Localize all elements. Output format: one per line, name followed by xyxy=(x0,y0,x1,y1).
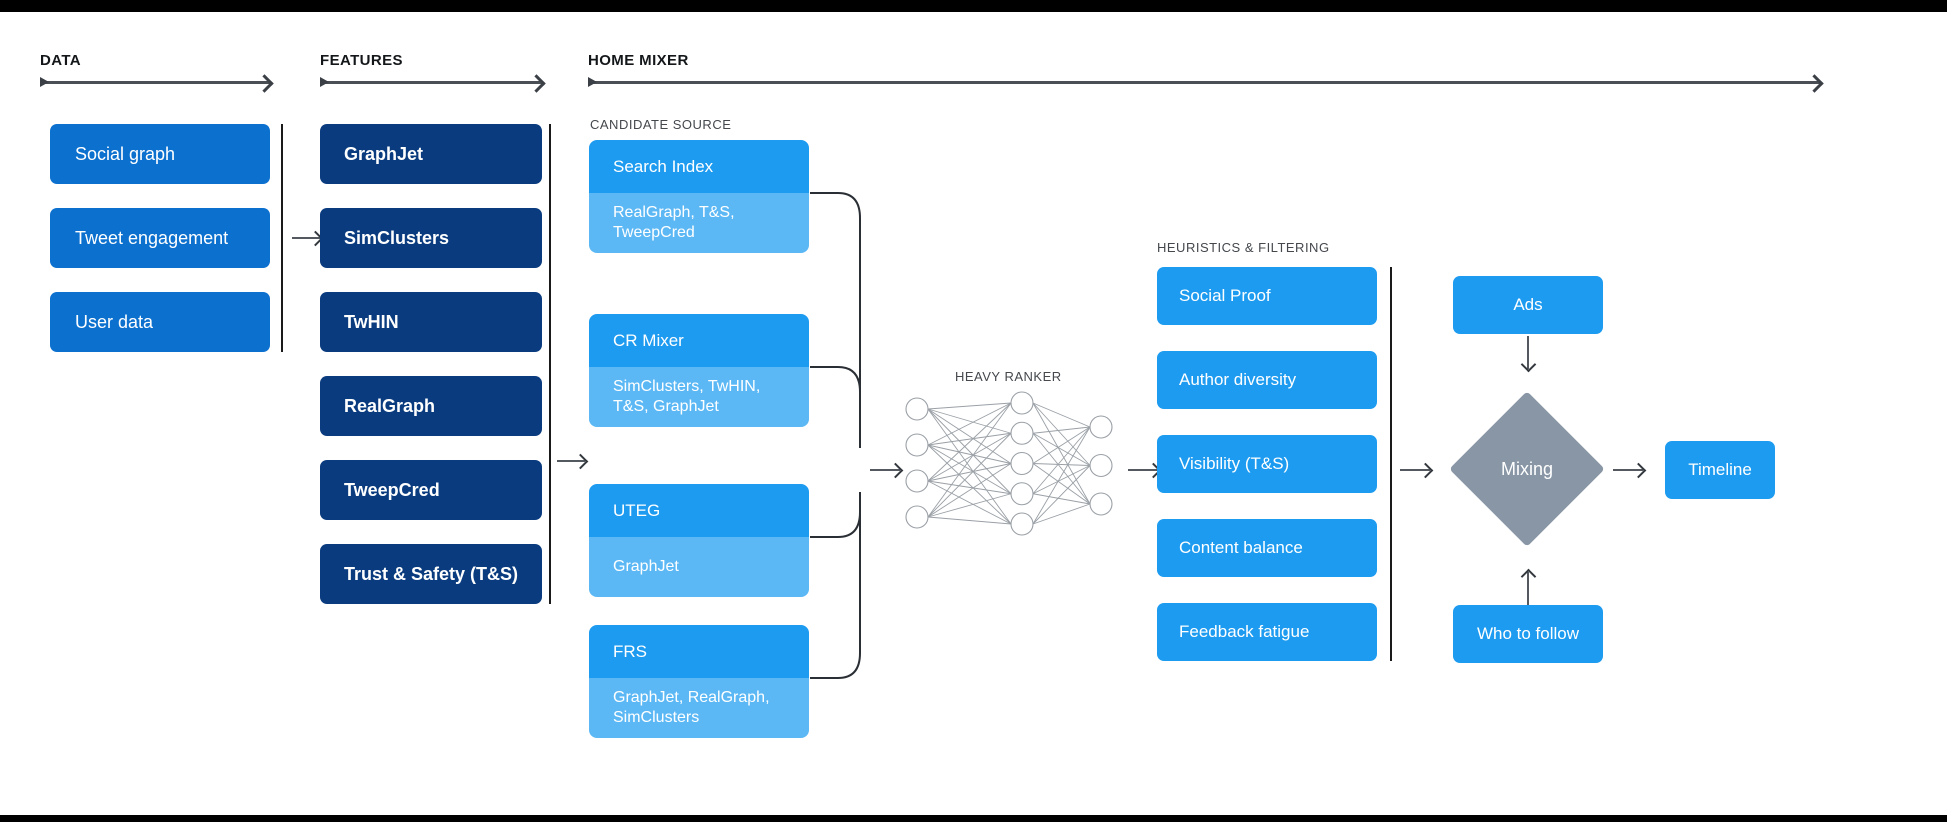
heuristic-box-visibility[interactable]: Visibility (T&S) xyxy=(1157,435,1377,493)
heuristic-box-feedback-fatigue[interactable]: Feedback fatigue xyxy=(1157,603,1377,661)
heuristic-box-label: Author diversity xyxy=(1179,370,1297,389)
data-box-label: User data xyxy=(75,311,154,332)
heuristic-box-label: Content balance xyxy=(1179,538,1303,557)
mixing-diamond-label: Mixing xyxy=(1500,458,1553,479)
separator-data-features xyxy=(281,124,283,352)
data-box-social-graph[interactable]: Social graph xyxy=(50,124,270,184)
section-header-data: DATA xyxy=(40,52,82,69)
section-header-home-mixer: HOME MIXER xyxy=(588,52,689,69)
top-letterbox-bar xyxy=(0,0,1947,12)
candidate-source-name: FRS xyxy=(589,625,809,678)
section-rule-home-mixer xyxy=(588,77,1820,87)
candidate-source-name: UTEG xyxy=(589,484,809,537)
feature-box-graphjet[interactable]: GraphJet xyxy=(320,124,542,184)
candidate-source-features: RealGraph, T&S, TweepCred xyxy=(589,193,809,253)
heuristic-box-author-diversity[interactable]: Author diversity xyxy=(1157,351,1377,409)
heuristic-box-label: Visibility (T&S) xyxy=(1179,454,1290,473)
diagram-canvas: DATA FEATURES HOME MIXER CANDIDATE SOURC… xyxy=(0,12,1947,815)
feature-box-label: RealGraph xyxy=(344,395,436,416)
timeline-box-label: Timeline xyxy=(1688,460,1752,479)
feature-box-tweepcred[interactable]: TweepCred xyxy=(320,460,542,520)
heuristic-box-social-proof[interactable]: Social Proof xyxy=(1157,267,1377,325)
mixing-box-ads[interactable]: Ads xyxy=(1453,276,1603,334)
section-rule-features xyxy=(320,77,542,87)
mixing-box-who-to-follow[interactable]: Who to follow xyxy=(1453,605,1603,663)
section-header-features: FEATURES xyxy=(320,52,403,69)
candidate-source-card-cr-mixer[interactable]: CR Mixer SimClusters, TwHIN, T&S, GraphJ… xyxy=(589,314,809,427)
mixing-box-label: Who to follow xyxy=(1476,624,1580,643)
candidate-source-features: GraphJet, RealGraph, SimClusters xyxy=(589,678,809,738)
candidate-source-card-uteg[interactable]: UTEG GraphJet xyxy=(589,484,809,597)
mixing-box-label: Ads xyxy=(1513,295,1543,314)
candidate-source-features: SimClusters, TwHIN, T&S, GraphJet xyxy=(589,367,809,427)
feature-box-label: SimClusters xyxy=(344,227,450,248)
feature-box-label: TwHIN xyxy=(344,311,399,332)
data-box-user-data[interactable]: User data xyxy=(50,292,270,352)
candidate-source-card-search-index[interactable]: Search Index RealGraph, T&S, TweepCred xyxy=(589,140,809,253)
bottom-letterbox-bar xyxy=(0,815,1947,822)
arrow-ads-to-mixing xyxy=(1527,336,1529,369)
heavy-ranker-network xyxy=(905,391,1113,536)
feature-box-realgraph[interactable]: RealGraph xyxy=(320,376,542,436)
separator-features-home-mixer xyxy=(549,124,551,604)
feature-box-trust-and-safety[interactable]: Trust & Safety (T&S) xyxy=(320,544,542,604)
candidate-source-features: GraphJet xyxy=(589,537,809,597)
arrow-who-to-follow-to-mixing xyxy=(1527,572,1529,605)
arrow-features-to-candidate-source xyxy=(557,460,585,462)
subsection-header-candidate-source: CANDIDATE SOURCE xyxy=(590,117,732,132)
arrow-heuristics-to-mixing xyxy=(1400,469,1430,471)
arrow-mixing-to-timeline xyxy=(1613,469,1643,471)
separator-heuristics-mixing xyxy=(1390,267,1392,661)
arrow-heavy-ranker-to-heuristics xyxy=(1128,469,1158,471)
heuristic-box-label: Feedback fatigue xyxy=(1179,622,1310,641)
candidate-source-card-frs[interactable]: FRS GraphJet, RealGraph, SimClusters xyxy=(589,625,809,738)
candidate-source-name: Search Index xyxy=(589,140,809,193)
feature-box-simclusters[interactable]: SimClusters xyxy=(320,208,542,268)
data-box-label: Tweet engagement xyxy=(75,227,229,248)
subsection-header-heuristics: HEURISTICS & FILTERING xyxy=(1157,240,1330,255)
heuristic-box-label: Social Proof xyxy=(1179,286,1271,305)
candidate-source-name: CR Mixer xyxy=(589,314,809,367)
section-rule-data xyxy=(40,77,270,87)
feature-box-label: GraphJet xyxy=(344,143,424,164)
candidate-source-connectors xyxy=(810,192,861,679)
data-box-label: Social graph xyxy=(75,143,176,164)
arrow-data-to-features xyxy=(292,237,320,239)
timeline-box[interactable]: Timeline xyxy=(1665,441,1775,499)
data-box-tweet-engagement[interactable]: Tweet engagement xyxy=(50,208,270,268)
heuristic-box-content-balance[interactable]: Content balance xyxy=(1157,519,1377,577)
feature-box-twhin[interactable]: TwHIN xyxy=(320,292,542,352)
arrow-candidate-source-to-heavy-ranker xyxy=(870,469,900,471)
subsection-header-heavy-ranker: HEAVY RANKER xyxy=(955,369,1062,384)
feature-box-label: TweepCred xyxy=(344,479,440,500)
feature-box-label: Trust & Safety (T&S) xyxy=(344,563,519,584)
